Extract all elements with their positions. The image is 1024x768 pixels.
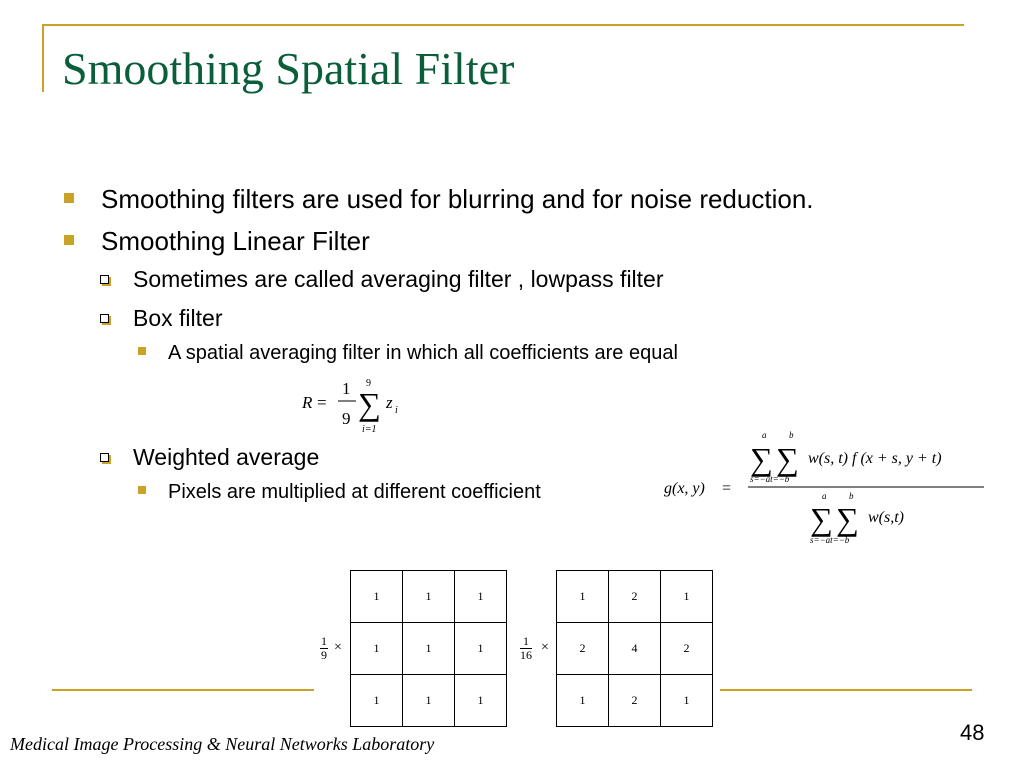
- formula-numerator: 1: [342, 379, 351, 398]
- bullet-spatial-averaging: A spatial averaging filter in which all …: [138, 342, 678, 365]
- bullet-pixels-multiplied: Pixels are multiplied at different coeff…: [138, 481, 541, 504]
- mask-row: 1 1 1: [350, 674, 507, 727]
- mask-row: 2 4 2: [556, 622, 713, 675]
- frame-top-line: [42, 24, 964, 26]
- sum-lower-limits: s=−at=−b: [750, 474, 790, 484]
- bullet-text: Sometimes are called averaging filter , …: [133, 266, 664, 292]
- bullet-text: Weighted average: [133, 444, 320, 470]
- bullet-hollow-square-icon: [100, 275, 109, 284]
- bullet-text: Smoothing Linear Filter: [101, 226, 370, 256]
- mask-row: 1 2 1: [556, 570, 713, 623]
- sum-upper-a: a: [762, 430, 767, 440]
- formula-denominator: 9: [342, 409, 351, 428]
- bullet-square-icon: [138, 485, 146, 494]
- bullet-weighted-average: Weighted average: [100, 444, 319, 471]
- sum-upper-b: b: [789, 430, 794, 440]
- mask-cell: 2: [608, 674, 661, 727]
- bullet-text: Pixels are multiplied at different coeff…: [168, 481, 541, 503]
- formula-term: z: [385, 393, 393, 412]
- mask-row: 1 2 1: [556, 674, 713, 727]
- bullet-hollow-square-icon: [100, 314, 109, 323]
- scale-numerator: 1: [320, 634, 328, 649]
- footer-rule-left: [52, 689, 314, 691]
- mask-row: 1 1 1: [350, 622, 507, 675]
- sigma-icon: ∑: [810, 501, 833, 537]
- box-filter-scale: 1 9: [320, 635, 328, 662]
- mask-cell: 1: [350, 570, 403, 623]
- sigma-icon: ∑: [750, 441, 773, 477]
- mask-cell: 2: [556, 622, 609, 675]
- sigma-icon: ∑: [836, 501, 859, 537]
- mask-cell: 1: [454, 622, 507, 675]
- bullet-smoothing-filters: Smoothing filters are used for blurring …: [64, 184, 814, 215]
- formula-subscript: i: [395, 405, 398, 416]
- mask-cell: 1: [556, 570, 609, 623]
- footer-rule-right: [720, 689, 972, 691]
- sum-lower-limits: s=−at=−b: [810, 535, 850, 545]
- formula-box-average: R = 1 9 ∑ 9 i=1 z i: [300, 372, 420, 443]
- sigma-icon: ∑: [358, 386, 381, 422]
- formula-lhs: R: [301, 393, 313, 412]
- bullet-text: A spatial averaging filter in which all …: [168, 342, 678, 364]
- mask-row: 1 1 1: [350, 570, 507, 623]
- page-number: 48: [960, 720, 985, 745]
- mask-cell: 1: [660, 570, 713, 623]
- mask-cell: 1: [402, 674, 455, 727]
- bullet-square-icon: [64, 235, 74, 246]
- sum-upper-limit: 9: [366, 378, 371, 389]
- sigma-icon: ∑: [776, 441, 799, 477]
- footer-lab-name: Medical Image Processing & Neural Networ…: [10, 734, 435, 754]
- mask-cell: 1: [660, 674, 713, 727]
- formula-weighted-average: a b ∑ ∑ s=−at=−b w(s, t) f (x + s, y + t…: [662, 426, 992, 555]
- mask-cell: 1: [350, 674, 403, 727]
- bullet-text: Box filter: [133, 305, 223, 331]
- sum-upper-b: b: [849, 491, 854, 501]
- bullet-text: Smoothing filters are used for blurring …: [101, 184, 814, 214]
- slide-title: Smoothing Spatial Filter: [62, 43, 515, 94]
- scale-denominator: 16: [520, 648, 532, 662]
- bullet-averaging-lowpass: Sometimes are called averaging filter , …: [100, 266, 664, 293]
- weighted-filter-scale: 1 16: [520, 635, 532, 662]
- scale-denominator: 9: [321, 648, 327, 662]
- mask-cell: 1: [556, 674, 609, 727]
- scale-numerator: 1: [520, 635, 532, 649]
- sum-upper-a: a: [822, 491, 827, 501]
- frame-left-line: [42, 24, 44, 92]
- formula-lhs: g(x, y): [664, 480, 705, 497]
- mask-cell: 2: [660, 622, 713, 675]
- formula-equals: =: [317, 393, 327, 412]
- formula-denominator: w(s,t): [868, 509, 904, 526]
- bullet-smoothing-linear: Smoothing Linear Filter: [64, 226, 370, 257]
- sum-lower-limit: i=1: [362, 424, 377, 435]
- mask-cell: 1: [402, 622, 455, 675]
- mask-cell: 1: [454, 570, 507, 623]
- mask-cell: 1: [402, 570, 455, 623]
- bullet-square-icon: [138, 346, 146, 355]
- mask-cell: 4: [608, 622, 661, 675]
- times-icon: ×: [541, 640, 549, 655]
- times-icon: ×: [334, 640, 342, 655]
- bullet-hollow-square-icon: [100, 453, 109, 462]
- mask-cell: 2: [608, 570, 661, 623]
- weighted-filter-mask: 1 2 1 2 4 2 1 2 1: [556, 570, 713, 727]
- bullet-box-filter: Box filter: [100, 305, 222, 332]
- bullet-square-icon: [64, 193, 74, 204]
- mask-cell: 1: [454, 674, 507, 727]
- box-filter-mask: 1 1 1 1 1 1 1 1 1: [350, 570, 507, 727]
- mask-cell: 1: [350, 622, 403, 675]
- formula-equals: =: [722, 480, 731, 497]
- formula-numerator: w(s, t) f (x + s, y + t): [808, 450, 942, 467]
